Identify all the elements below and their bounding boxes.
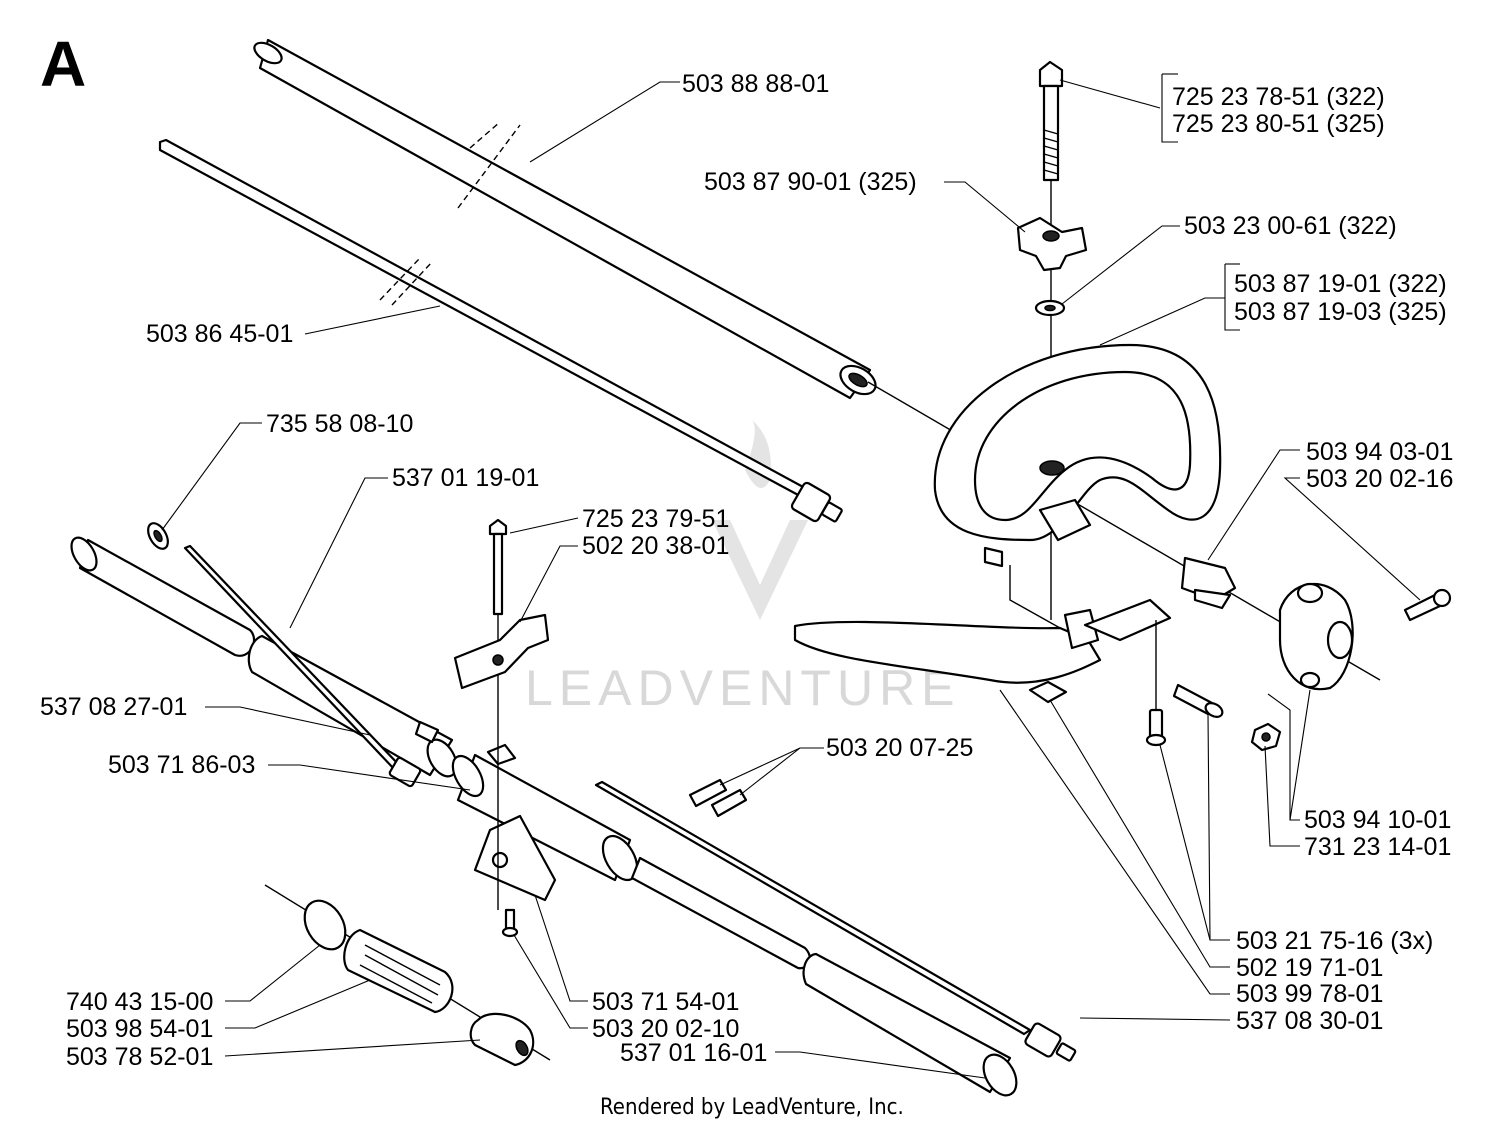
square-nut — [1028, 680, 1068, 704]
label-503-20-07-25: 503 20 07-25 — [826, 734, 973, 762]
label-503-20-02-10: 503 20 02-10 — [592, 1015, 739, 1043]
part-labels: 503 88 88-01 725 23 78-51 (322) 725 23 8… — [40, 70, 1453, 1071]
footer-credit: Rendered by LeadVenture, Inc. — [600, 1095, 904, 1120]
bearing-set — [264, 884, 551, 1067]
label-503-86-45-01: 503 86 45-01 — [146, 320, 293, 348]
label-503-94-03-01: 503 94 03-01 — [1306, 438, 1453, 466]
wing-knob — [1016, 216, 1088, 272]
label-503-23-00-61: 503 23 00-61 (322) — [1184, 212, 1397, 240]
leader-lines — [161, 73, 1421, 1079]
label-503-87-19-03: 503 87 19-03 (325) — [1234, 298, 1447, 326]
label-503-21-75-16: 503 21 75-16 (3x) — [1236, 927, 1433, 955]
label-503-71-54-01: 503 71 54-01 — [592, 988, 739, 1016]
label-503-87-19-01: 503 87 19-01 (322) — [1234, 270, 1447, 298]
label-503-94-10-01: 503 94 10-01 — [1304, 806, 1451, 834]
label-503-20-02-16: 503 20 02-16 — [1306, 465, 1453, 493]
label-725-23-80-51: 725 23 80-51 (325) — [1172, 110, 1385, 138]
label-503-99-78-01: 503 99 78-01 — [1236, 980, 1383, 1008]
label-502-20-38-01: 502 20 38-01 — [582, 532, 729, 560]
label-725-23-78-51: 725 23 78-51 (322) — [1172, 83, 1385, 111]
label-740-43-15-00: 740 43 15-00 — [66, 988, 213, 1016]
screws — [1145, 620, 1224, 747]
label-537-08-30-01: 537 08 30-01 — [1236, 1007, 1383, 1035]
section-letter: A — [40, 28, 86, 100]
lower-tube-upper-section — [70, 536, 458, 778]
label-537-08-27-01: 537 08 27-01 — [40, 693, 187, 721]
label-537-01-16-01: 537 01 16-01 — [620, 1039, 767, 1067]
lower-handle-bar — [793, 565, 1172, 684]
throttle-clip — [1180, 556, 1237, 610]
tube-bolt-and-knob — [453, 518, 550, 910]
upper-shaft-tube — [253, 38, 877, 400]
watermark-text: LEADVENTURE — [525, 660, 961, 716]
coupling-screws — [688, 778, 748, 818]
label-503-87-90-01: 503 87 90-01 (325) — [704, 168, 917, 196]
label-735-58-08-10: 735 58 08-10 — [266, 410, 413, 438]
coupling-tube — [451, 743, 639, 902]
label-503-98-54-01: 503 98 54-01 — [66, 1015, 213, 1043]
label-731-23-14-01: 731 23 14-01 — [1304, 833, 1451, 861]
loop-handle — [933, 343, 1222, 568]
label-503-78-52-01: 503 78 52-01 — [66, 1043, 213, 1071]
clamp-screw — [1403, 588, 1452, 622]
drive-shaft — [158, 138, 843, 523]
lower-tube — [594, 780, 1077, 1097]
label-537-01-19-01: 537 01 19-01 — [392, 464, 539, 492]
handle-clamp — [1278, 582, 1354, 691]
label-503-88-88-01: 503 88 88-01 — [682, 70, 829, 98]
label-503-71-86-03: 503 71 86-03 — [108, 751, 255, 779]
label-502-19-71-01: 502 19 71-01 — [1236, 954, 1383, 982]
label-725-23-79-51: 725 23 79-51 — [582, 505, 729, 533]
watermark: LEADVENTURE — [525, 420, 961, 716]
